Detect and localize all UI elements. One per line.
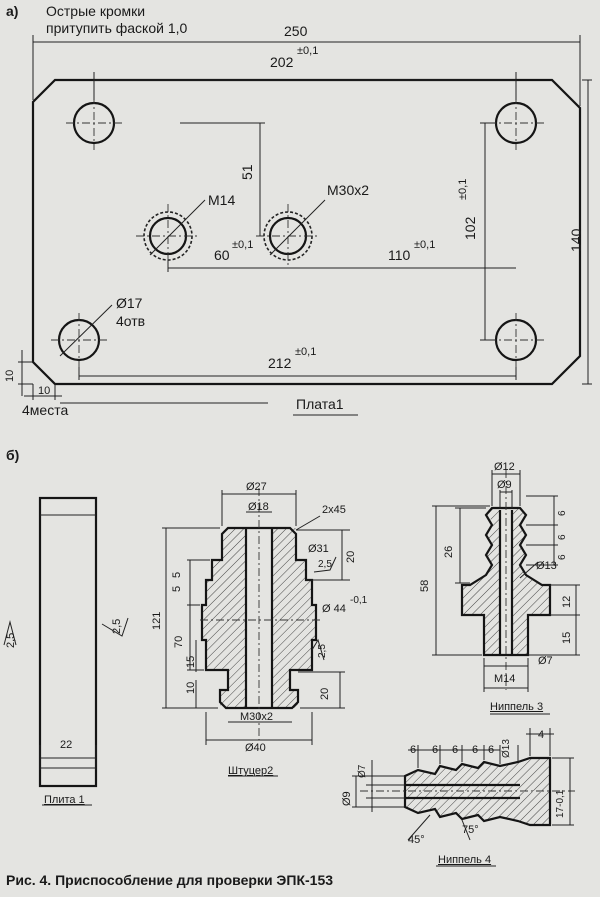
corner-holes <box>51 96 544 367</box>
thread-m14-label: M14 <box>208 192 236 208</box>
dim-212: 212 <box>268 355 292 371</box>
shtucer-caption: Штуцер2 <box>228 765 274 777</box>
nipple4-caption: Ниппель 4 <box>438 854 492 866</box>
hole-count-label: 4отв <box>116 313 146 329</box>
dia-9: Ø9 <box>497 479 512 491</box>
dim-5-a: 5 <box>171 585 183 592</box>
nipple4-view <box>352 728 575 867</box>
dim-20-top: 20 <box>345 550 357 563</box>
plate-height-dim: 140 <box>568 228 584 252</box>
figure-caption: Рис. 4. Приспособление для проверки ЭПК-… <box>6 872 334 888</box>
dia-27: Ø27 <box>246 481 267 493</box>
roughness-shtucer-a: 2,5 <box>318 559 332 570</box>
dim-6-n3-c: 6 <box>557 554 568 560</box>
roughness-shtucer-b: 2,5 <box>317 644 328 658</box>
thread-m30x2-label: M30x2 <box>327 182 370 198</box>
dim-202: 202 <box>270 54 294 70</box>
dim-10-shtucer: 10 <box>185 681 197 694</box>
dim-110: 110 <box>388 247 411 263</box>
hole-dia-label: Ø17 <box>116 295 143 311</box>
view-a-label: а) <box>6 3 19 19</box>
plate-width-dim: 250 <box>284 23 308 39</box>
tol-60: ±0,1 <box>232 239 254 251</box>
nipple3-view <box>432 470 580 715</box>
dim-6-n3-a: 6 <box>557 510 568 516</box>
dim-5-b: 5 <box>171 571 183 578</box>
dim-15-n3: 15 <box>561 631 573 644</box>
dim-6-n3-b: 6 <box>557 534 568 540</box>
note-line2: притупить фаской 1,0 <box>46 20 188 36</box>
dia-12: Ø12 <box>494 461 515 473</box>
chamfer-horizontal: 10 <box>38 385 51 397</box>
dim-6-n4-c: 6 <box>452 744 459 756</box>
tol-102: ±0,1 <box>457 178 469 200</box>
dim-121: 121 <box>151 611 163 630</box>
note-line1: Острые кромки <box>46 3 146 19</box>
dim-20-bottom: 20 <box>319 687 331 700</box>
view-b-label: б) <box>6 447 20 463</box>
nipple3-caption: Ниппель 3 <box>490 701 544 713</box>
thread-m30x2-lower: M30x2 <box>240 711 274 723</box>
dim-4: 4 <box>538 729 545 741</box>
roughness-right: 2,5 <box>111 618 123 634</box>
chamfer-2x45: 2х45 <box>322 504 346 516</box>
dia-40: Ø40 <box>245 742 266 754</box>
dim-6-n4-b: 6 <box>432 744 439 756</box>
dim-6-n4-a: 6 <box>410 744 417 756</box>
plate1-dimensions <box>18 35 592 416</box>
dim-15-shtucer: 15 <box>185 655 197 668</box>
plate1-outline <box>31 78 582 386</box>
dim-6-n4-e: 6 <box>488 744 495 756</box>
dim-58: 58 <box>419 579 431 592</box>
dia-13-n4: Ø13 <box>501 739 512 758</box>
angle-75: 75° <box>462 824 479 836</box>
tol-17: 17-0,1 <box>555 789 566 818</box>
dim-22: 22 <box>60 739 73 751</box>
dia-31: Ø31 <box>308 543 329 555</box>
dia-7-n4: Ø7 <box>357 764 368 778</box>
dim-6-n4-d: 6 <box>472 744 479 756</box>
tol-212: ±0,1 <box>295 346 317 358</box>
plate1-caption: Плата1 <box>296 396 344 412</box>
tol-44: -0,1 <box>350 595 368 606</box>
dim-70: 70 <box>173 635 185 648</box>
dim-51: 51 <box>239 164 255 180</box>
places-label: 4места <box>22 402 69 418</box>
roughness-left: 2,5 <box>5 632 17 648</box>
thread-m14-lower: M14 <box>494 673 516 685</box>
dia-9-n4: Ø9 <box>341 791 353 806</box>
dim-26: 26 <box>443 545 455 558</box>
dim-102: 102 <box>462 216 478 240</box>
dia-18: Ø18 <box>248 501 269 513</box>
shtucer2-view <box>162 488 350 777</box>
dim-60: 60 <box>214 247 230 263</box>
chamfer-vertical: 10 <box>4 369 16 382</box>
tol-202: ±0,1 <box>297 45 319 57</box>
plita1-caption: Плита 1 <box>44 794 85 806</box>
dim-12: 12 <box>561 595 573 608</box>
tol-110: ±0,1 <box>414 239 436 251</box>
dia-7: Ø7 <box>538 655 553 667</box>
dia-44: Ø 44 <box>322 603 346 615</box>
plate1-view <box>18 35 592 416</box>
dia-13-n3: Ø13 <box>536 560 557 572</box>
angle-45: 45° <box>408 834 425 846</box>
plita1-view <box>3 496 129 806</box>
